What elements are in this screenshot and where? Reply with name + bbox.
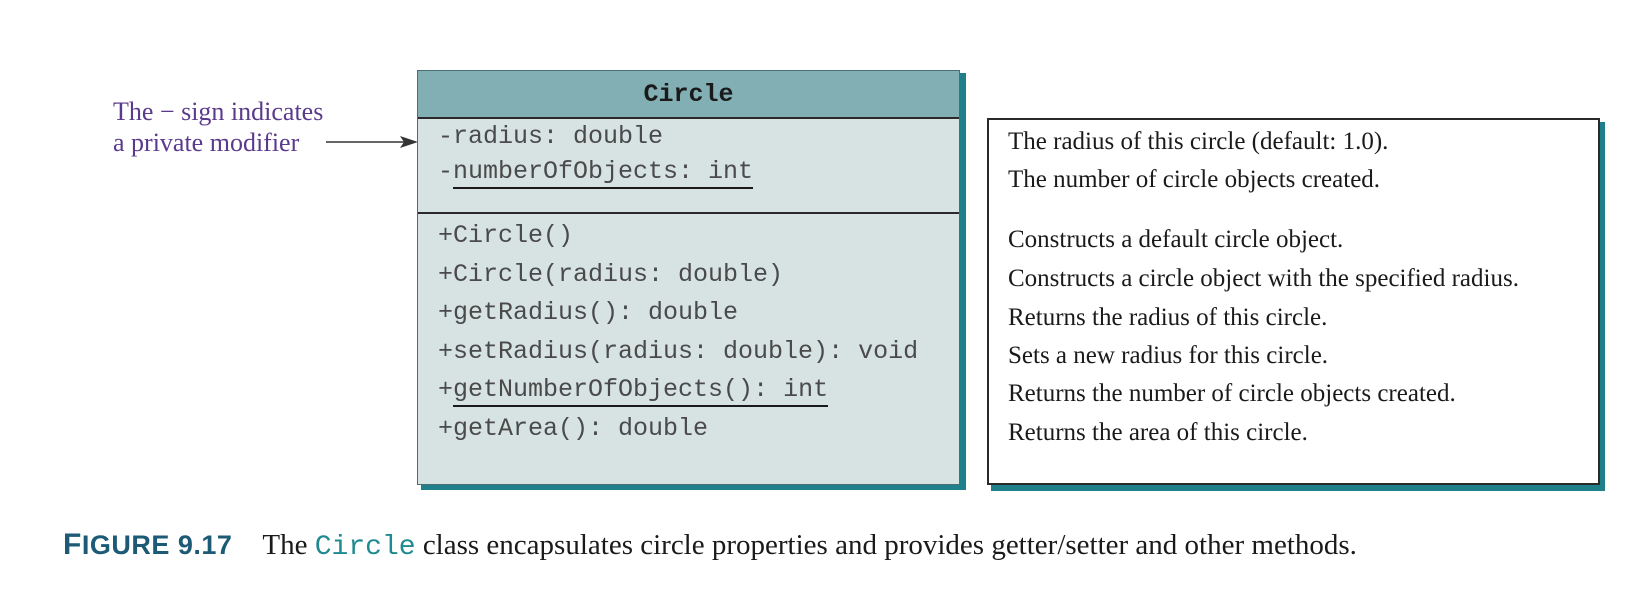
annotation-arrow-icon bbox=[326, 136, 418, 148]
caption-text-before: The bbox=[262, 529, 315, 561]
private-modifier-annotation: The − sign indicates a private modifier bbox=[113, 96, 323, 158]
uml-method-set-radius: +setRadius(radius: double): void bbox=[438, 337, 919, 366]
description-get-area: Returns the area of this circle. bbox=[1008, 419, 1308, 446]
uml-field-prefix: - bbox=[438, 157, 454, 186]
uml-method-constructor-default: +Circle() bbox=[438, 221, 574, 250]
uml-method-constructor-radius: +Circle(radius: double) bbox=[438, 260, 784, 289]
caption-code: Circle bbox=[314, 532, 416, 563]
description-default-constructor: Constructs a default circle object. bbox=[1008, 226, 1344, 253]
description-set-radius: Sets a new radius for this circle. bbox=[1008, 342, 1329, 369]
description-get-radius: Returns the radius of this circle. bbox=[1008, 304, 1328, 331]
caption-text-after: class encapsulates circle properties and… bbox=[415, 529, 1357, 561]
uml-method-get-radius: +getRadius(): double bbox=[438, 298, 739, 327]
description-get-number-of-objects: Returns the number of circle objects cre… bbox=[1008, 380, 1456, 407]
uml-field-number-of-objects: -numberOfObjects: int bbox=[438, 157, 754, 189]
uml-method-get-area: +getArea(): double bbox=[438, 414, 709, 443]
uml-methods-compartment: +Circle() +Circle(radius: double) +getRa… bbox=[418, 214, 959, 484]
description-radius-constructor: Constructs a circle object with the spec… bbox=[1008, 265, 1519, 292]
annotation-line-1: The − sign indicates bbox=[113, 97, 324, 126]
description-number-of-objects: The number of circle objects created. bbox=[1008, 166, 1381, 193]
uml-class-box: Circle -radius: double -numberOfObjects:… bbox=[417, 70, 960, 485]
uml-field-static-text: numberOfObjects: int bbox=[453, 157, 754, 189]
figure-label: FIGURE 9.17 bbox=[63, 528, 233, 561]
uml-method-get-number-of-objects: +getNumberOfObjects(): int bbox=[438, 375, 829, 407]
description-radius: The radius of this circle (default: 1.0)… bbox=[1008, 128, 1389, 155]
figure-label-rest: IGURE 9.17 bbox=[81, 530, 233, 560]
uml-method-prefix: + bbox=[438, 375, 454, 404]
description-box: The radius of this circle (default: 1.0)… bbox=[987, 118, 1600, 485]
figure-label-first: F bbox=[63, 528, 82, 561]
uml-class-name: Circle bbox=[418, 71, 959, 119]
figure-caption: FIGURE 9.17 The Circle class encapsulates… bbox=[63, 527, 1357, 566]
uml-fields-compartment: -radius: double -numberOfObjects: int bbox=[418, 119, 959, 214]
uml-method-static-text: getNumberOfObjects(): int bbox=[453, 375, 829, 407]
uml-field-radius: -radius: double bbox=[438, 122, 664, 151]
annotation-line-2: a private modifier bbox=[113, 128, 300, 157]
